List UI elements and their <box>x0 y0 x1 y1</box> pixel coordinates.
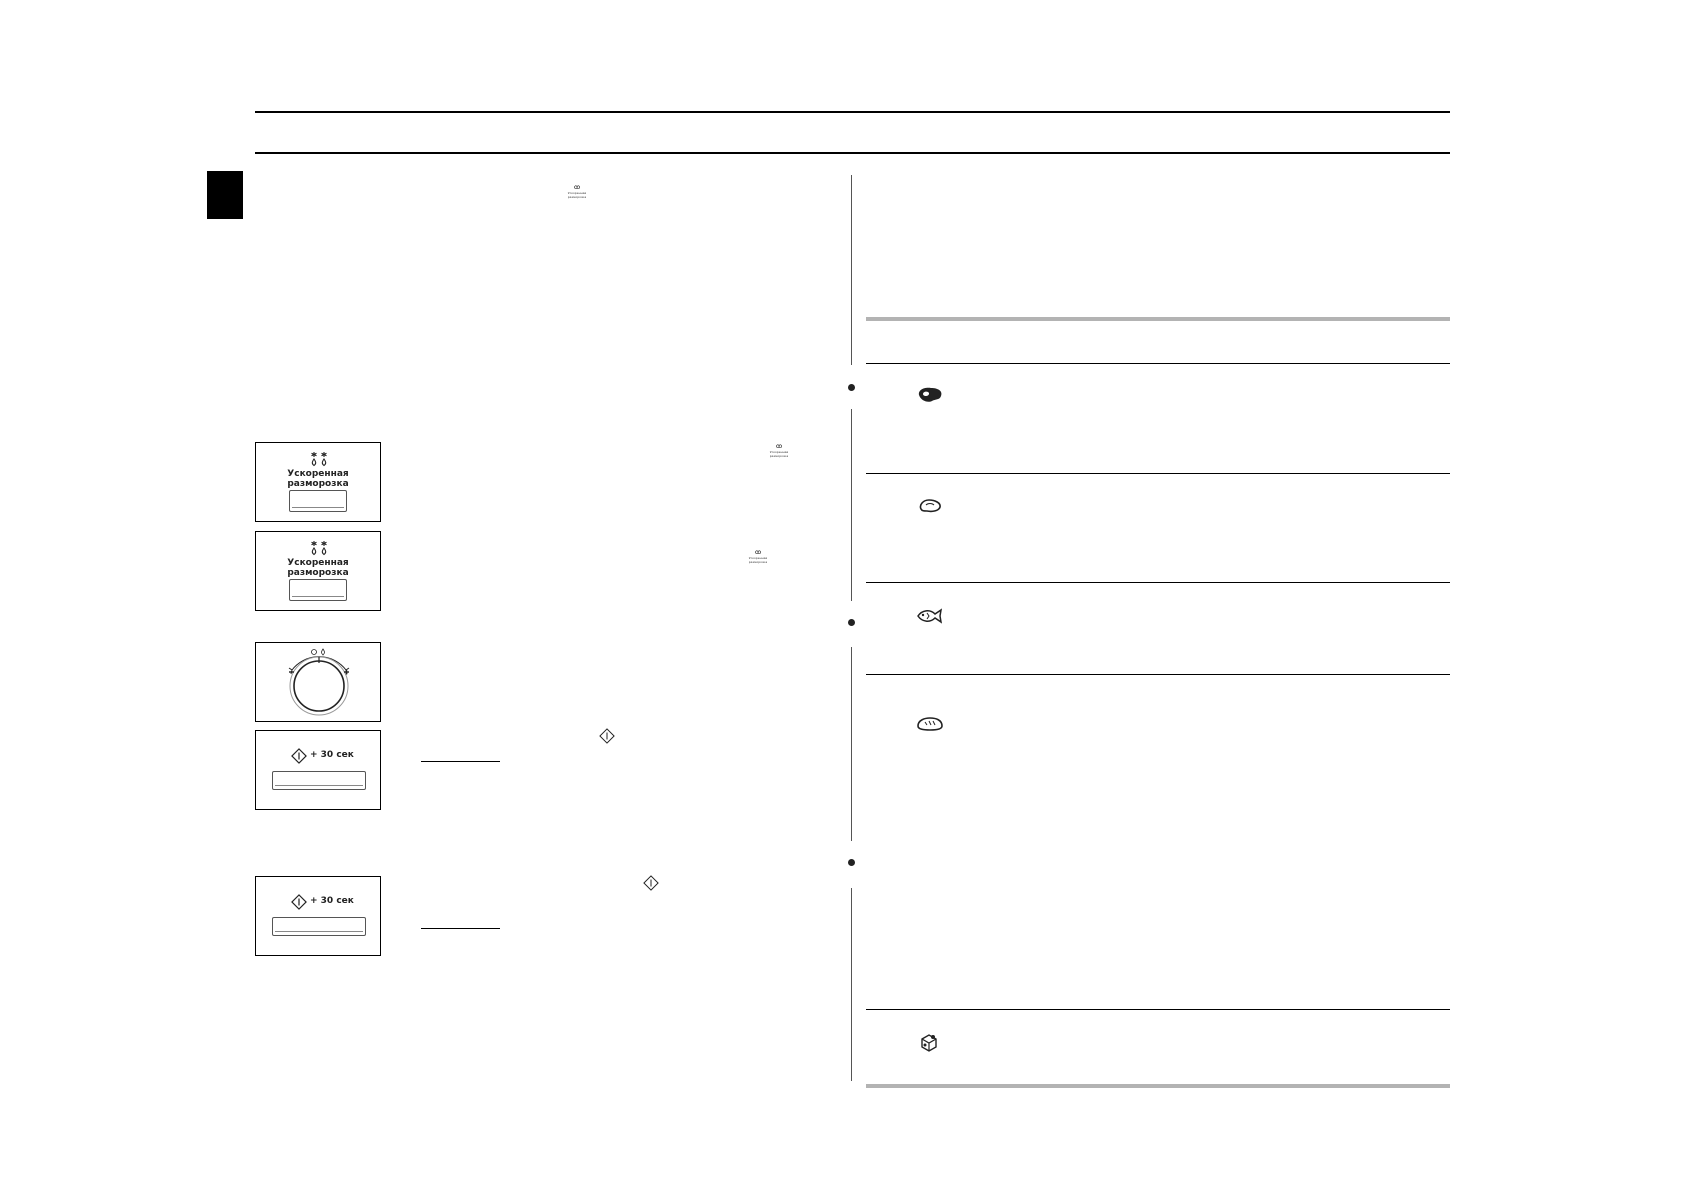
table-header-rule <box>866 363 1450 364</box>
table-top-border <box>866 317 1450 321</box>
meat-icon <box>918 387 942 402</box>
start-plus-30-label: + 30 сек <box>310 896 354 906</box>
frozen-mix-icon <box>921 1034 937 1052</box>
language-tab-marker <box>207 171 243 219</box>
column-bullet-1 <box>848 384 855 391</box>
quick-defrost-button[interactable] <box>289 579 347 601</box>
poultry-icon <box>919 499 941 513</box>
svg-text:ꝏ: ꝏ <box>776 443 782 449</box>
header-bottom-rule <box>255 152 1450 154</box>
start-diamond-icon <box>291 894 307 910</box>
header-top-rule <box>255 111 1450 113</box>
svg-text:ꝏ: ꝏ <box>755 549 761 555</box>
table-row-rule-1 <box>866 473 1450 474</box>
quick-defrost-button[interactable] <box>289 490 347 512</box>
table-row-rule-4 <box>866 1009 1450 1010</box>
snowflake-drops-icon: ꝏ <box>755 549 761 555</box>
start-panel-1: + 30 сек <box>255 730 381 810</box>
table-row-rule-3 <box>866 674 1450 675</box>
column-divider-segment-4 <box>851 888 852 1081</box>
bread-icon <box>917 717 943 731</box>
table-bottom-border <box>866 1084 1450 1088</box>
start-diamond-icon <box>291 748 307 764</box>
note-underline-2 <box>421 928 500 929</box>
column-bullet-3 <box>848 859 855 866</box>
table-row-rule-2 <box>866 582 1450 583</box>
inline-start-diamond-icon <box>599 728 615 744</box>
column-divider-segment-2 <box>851 409 852 601</box>
dial-panel <box>255 642 381 722</box>
start-panel-2: + 30 сек <box>255 876 381 956</box>
svg-text:ꝏ: ꝏ <box>574 184 580 190</box>
weight-time-icon <box>311 648 325 656</box>
start-plus-30-label: + 30 сек <box>310 750 354 760</box>
snowflake-drops-icon: ꝏ <box>776 443 782 449</box>
snowflake-drops-icon <box>311 541 327 556</box>
selector-dial[interactable] <box>256 643 382 723</box>
snowflake-drops-icon: ꝏ <box>574 184 580 190</box>
start-button[interactable] <box>272 917 366 936</box>
inline-start-diamond-icon <box>643 875 659 891</box>
snowflake-drops-icon <box>311 452 327 467</box>
fish-icon <box>917 608 943 624</box>
column-divider-segment-1 <box>851 175 852 365</box>
column-divider-segment-3 <box>851 647 852 841</box>
note-underline-1 <box>421 761 500 762</box>
column-bullet-2 <box>848 619 855 626</box>
start-button[interactable] <box>272 771 366 790</box>
